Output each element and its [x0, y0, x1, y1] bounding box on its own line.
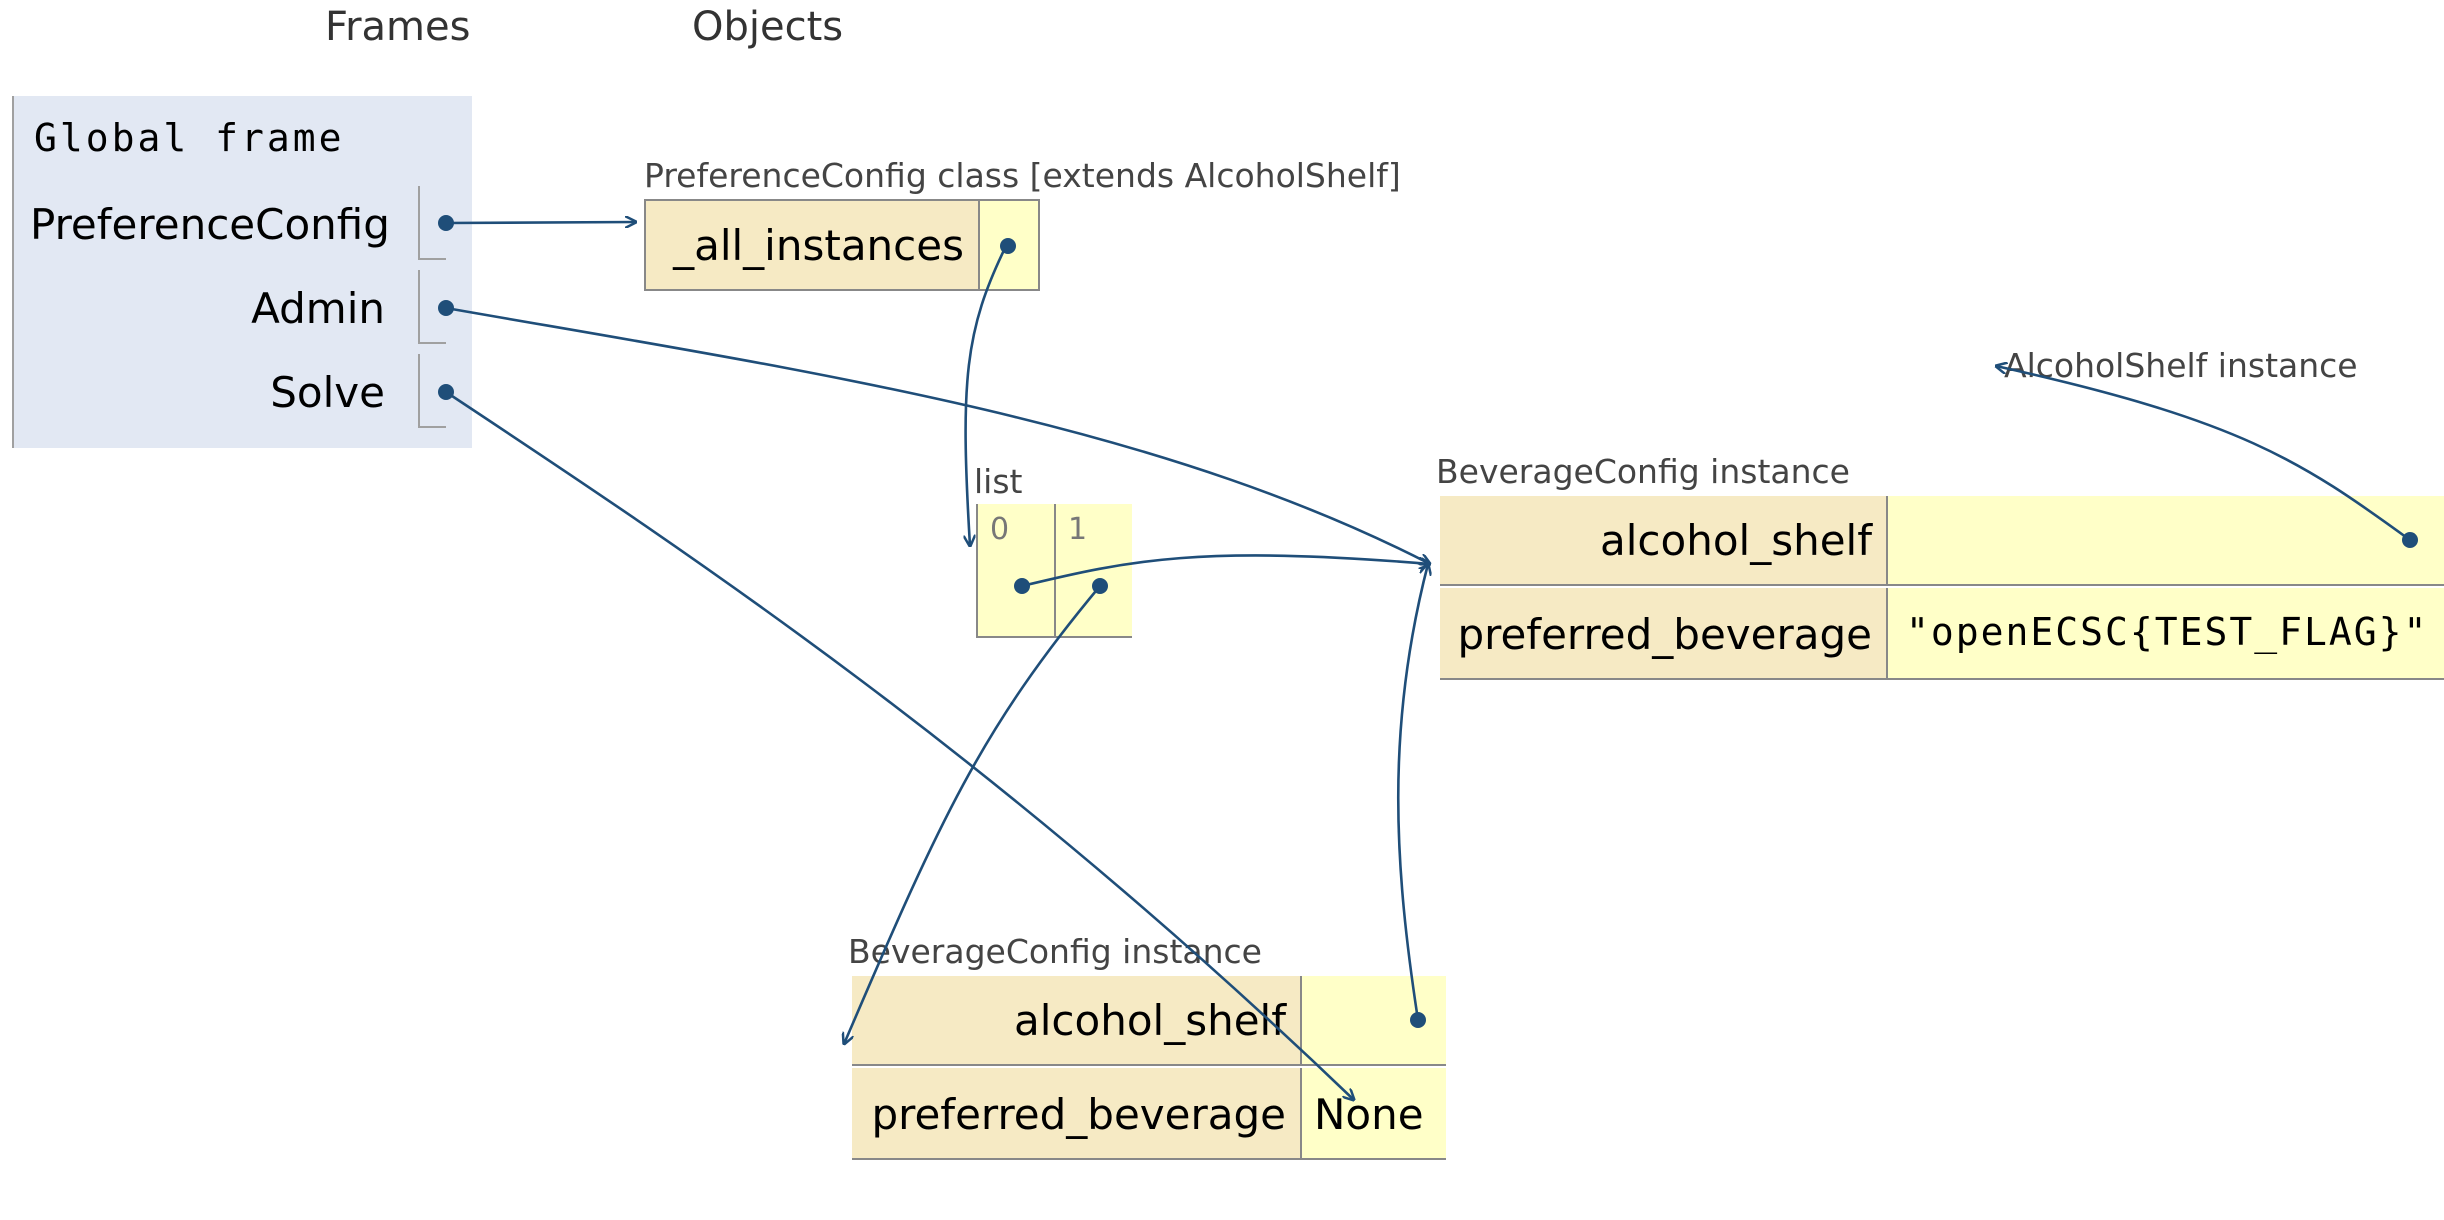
- instance-bottom-key-preferred: preferred_beverage: [852, 1068, 1300, 1160]
- instance-right-key-preferred: preferred_beverage: [1440, 588, 1886, 680]
- instance-bottom-key-alcohol-shelf: alcohol_shelf: [852, 976, 1300, 1066]
- instance-right-label: BeverageConfig instance: [1436, 452, 1850, 491]
- arrow-preferenceconfig-to-class: [445, 222, 636, 223]
- instance-bottom-field-alcohol-shelf: alcohol_shelf: [1014, 996, 1286, 1045]
- pointer-dot-admin: [438, 300, 454, 316]
- instance-right-field-preferred: preferred_beverage: [1457, 610, 1872, 659]
- instance-right-field-alcohol-shelf: alcohol_shelf: [1600, 516, 1872, 565]
- global-frame: Global frame: [12, 96, 472, 448]
- list-index-0: 0: [990, 512, 1010, 547]
- instance-right-preferred-value: "openECSC{TEST_FLAG}": [1906, 610, 2429, 654]
- class-field-name: _all_instances: [673, 221, 964, 270]
- pointer-dot-solve: [438, 384, 454, 400]
- pointer-dot-list0: [1014, 578, 1030, 594]
- pointer-dot-list1: [1092, 578, 1108, 594]
- list-cell-0: 0: [976, 504, 1054, 638]
- frames-header: Frames: [325, 4, 471, 50]
- instance-bottom-value-preferred: None: [1300, 1068, 1446, 1160]
- instance-right-key-alcohol-shelf: alcohol_shelf: [1440, 496, 1886, 586]
- var-admin: Admin: [251, 284, 385, 333]
- pointer-dot-preferenceconfig: [438, 215, 454, 231]
- arrow-solve-to-none: [445, 390, 1354, 1100]
- arrow-all-instances-to-list: [966, 245, 1008, 546]
- var-solve: Solve: [270, 368, 385, 417]
- var-admin-slot: [418, 270, 446, 344]
- list-index-1: 1: [1068, 512, 1088, 547]
- arrow-admin-to-instance-right: [445, 306, 1430, 564]
- pointer-dot-right-shelf: [2402, 532, 2418, 548]
- var-preferenceconfig-slot: [418, 186, 446, 260]
- arrow-list1-to-instance-bottom: [844, 585, 1101, 1044]
- pointer-dot-all-instances: [1000, 238, 1016, 254]
- pointer-dot-bottom-shelf: [1410, 1012, 1426, 1028]
- objects-header: Objects: [692, 4, 844, 50]
- instance-bottom-field-preferred: preferred_beverage: [871, 1090, 1286, 1139]
- class-label: PreferenceConfig class [extends AlcoholS…: [644, 156, 1401, 195]
- arrow-bottom-shelf-to-instance-right: [1396, 564, 1428, 1021]
- var-solve-slot: [418, 354, 446, 428]
- global-frame-title: Global frame: [34, 116, 345, 160]
- instance-right-value-preferred: "openECSC{TEST_FLAG}": [1886, 588, 2444, 680]
- class-field-key: _all_instances: [644, 199, 978, 291]
- list-label: list: [974, 462, 1023, 501]
- instance-right-value-alcohol-shelf: [1886, 496, 2444, 586]
- var-preferenceconfig: PreferenceConfig: [30, 200, 390, 249]
- instance-bottom-preferred-value: None: [1314, 1090, 1424, 1139]
- arrow-list0-to-instance-right: [1021, 554, 1430, 588]
- arrow-right-shelf-to-alcoholshelf: [1996, 366, 2411, 542]
- alcoholshelf-instance-label: AlcoholShelf instance: [2004, 346, 2358, 385]
